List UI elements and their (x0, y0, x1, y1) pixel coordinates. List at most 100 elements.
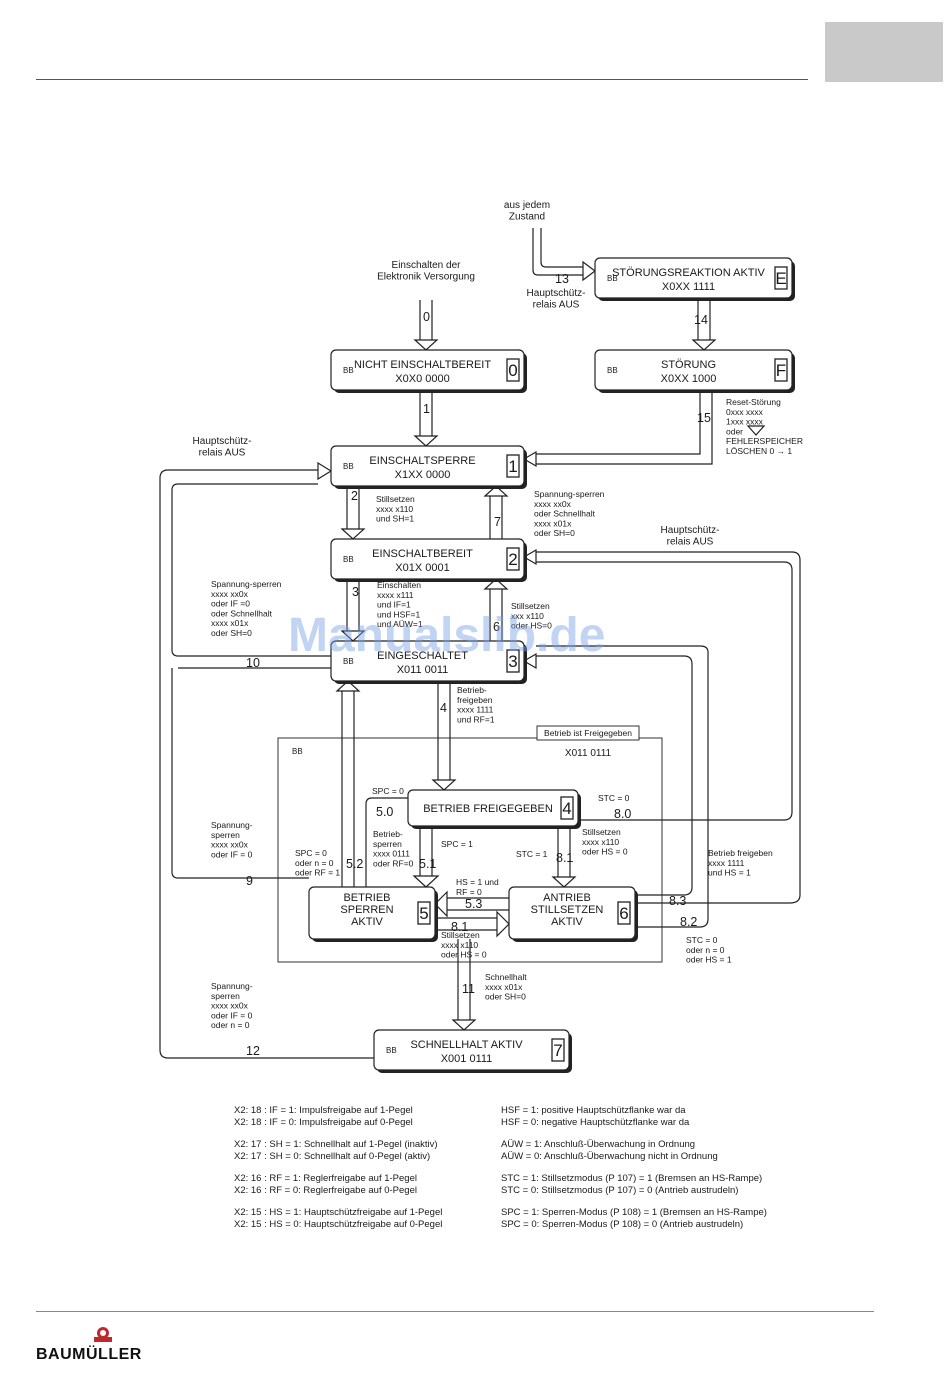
legend-line: HSF = 1: positive Hauptschützflanke war … (501, 1105, 686, 1116)
legend-line: X2: 16 : RF = 0: Reglerfreigabe auf 0-Pe… (234, 1184, 417, 1196)
state-sE: BB E STÖRUNGSREAKTION AKTIV X0XX 1111 (594, 257, 795, 301)
label-spc0: SPC = 0 (372, 786, 404, 796)
transition-n14: 14 (694, 313, 708, 327)
arrow-15-lines (536, 390, 713, 465)
group-bb: BB (292, 747, 303, 756)
header-rule (36, 79, 808, 80)
logo-text: BAUMÜLLER (36, 1346, 142, 1363)
state-name-line: STILLSETZEN (531, 904, 604, 916)
state-name: EINSCHALTSPERRE (369, 455, 475, 467)
state-bb-label: BB (386, 1046, 397, 1055)
loop-12 (159, 469, 374, 1059)
state-number: E (775, 269, 786, 288)
transition-n52: 5.2 (346, 857, 363, 871)
state-number: 1 (508, 457, 517, 476)
state-number: 6 (619, 904, 628, 923)
transition-n2: 2 (351, 489, 358, 503)
state-name: STÖRUNG (661, 359, 716, 371)
state-name: BETRIEB FREIGEGEBEN (423, 803, 553, 815)
arrow-0 (413, 300, 439, 351)
state-number: 4 (562, 799, 571, 818)
label-stc0: STC = 0 (598, 793, 630, 803)
state-name: EINGESCHALTET (377, 650, 468, 662)
transition-n82: 8.2 (680, 915, 697, 929)
transition-n9: 9 (246, 874, 253, 888)
state-bb-label: BB (607, 274, 618, 283)
transition-n10: 10 (246, 656, 260, 670)
state-name-line: BETRIEB (343, 892, 390, 904)
legend-left: X2: 18 : IF = 1: Impulsfreigabe auf 1-Pe… (234, 1105, 442, 1230)
loop-right-2 (536, 551, 801, 904)
state-name: STÖRUNGSREAKTION AKTIV (612, 267, 765, 279)
state-number: 7 (553, 1041, 562, 1060)
state-name-line: AKTIV (351, 916, 383, 928)
legend-line: SPC = 1: Sperren-Modus (P 108) = 1 (Brem… (501, 1207, 767, 1218)
legend-line: AÜW = 1: Anschluß-Überwachung in Ordnung (501, 1139, 696, 1150)
transition-n53: 5.3 (465, 897, 482, 911)
transition-n83: 8.3 (669, 894, 686, 908)
transition-n13: 13 (555, 272, 569, 286)
baumueller-logo: BAUMÜLLER (36, 1326, 166, 1366)
transition-n80: 8.0 (614, 807, 631, 821)
state-name: EINSCHALTBEREIT (372, 548, 473, 560)
loop-9 (171, 668, 309, 879)
state-code: X01X 0001 (395, 562, 449, 574)
arrow-4 (431, 681, 457, 791)
state-bb-label: BB (343, 462, 354, 471)
legend-right: HSF = 1: positive Hauptschützflanke war … (501, 1105, 767, 1230)
legend-line: STC = 1: Stillsetzmodus (P 107) = 1 (Bre… (501, 1173, 763, 1184)
loop-10 (171, 483, 331, 657)
state-bb-label: BB (607, 366, 618, 375)
transition-n51: 5.1 (419, 857, 436, 871)
state-code: X001 0111 (441, 1053, 493, 1065)
state-s7: BB 7 SCHNELLHALT AKTIV X001 0111 (373, 1029, 572, 1073)
transition-n15: 15 (697, 411, 711, 425)
label-hs_aus_13: Hauptschütz-relais AUS (527, 288, 586, 311)
transition-n7: 7 (494, 515, 501, 529)
arrow-5-0 (365, 797, 408, 887)
transition-n81b: 8.1 (451, 920, 468, 934)
legend-line: X2: 15 : HS = 0: Hauptschützfreigabe auf… (234, 1218, 443, 1230)
label-stc1: STC = 1 (516, 849, 548, 859)
legend-line: X2: 15 : HS = 1: Hauptschützfreigabe auf… (234, 1207, 443, 1218)
state-code: X0XX 1111 (662, 281, 715, 293)
arrow-2 (340, 486, 366, 540)
arrow-8-1 (551, 826, 577, 888)
state-name: SCHNELLHALT AKTIV (410, 1039, 523, 1051)
transition-n1: 1 (423, 402, 430, 416)
legend-line: SPC = 0: Sperren-Modus (P 108) = 0 (Antr… (501, 1218, 744, 1230)
transition-n6: 6 (493, 620, 500, 634)
state-bb-label: BB (343, 366, 354, 375)
transition-n11: 11 (462, 982, 475, 996)
arrow-13-lines (532, 228, 583, 276)
footer-rule (36, 1311, 874, 1312)
legend-line: X2: 17 : SH = 0: Schnellhalt auf 0-Pegel… (234, 1150, 431, 1162)
state-name-line: SPERREN (340, 904, 393, 916)
state-name: NICHT EINSCHALTBEREIT (354, 359, 491, 371)
state-bb-label: BB (343, 657, 354, 666)
arrow-3 (340, 579, 366, 642)
loop-right-3 (536, 645, 709, 928)
state-s4: 4 BETRIEB FREIGEGEBEN (407, 789, 581, 829)
state-bb-label: BB (343, 555, 354, 564)
transition-n81: 8.1 (556, 851, 573, 865)
legend-line: X2: 16 : RF = 1: Reglerfreigabe auf 1-Pe… (234, 1173, 417, 1184)
legend-line: HSF = 0: negative Hauptschützflanke war … (501, 1116, 690, 1128)
watermark: Manualslib.de (288, 609, 606, 662)
